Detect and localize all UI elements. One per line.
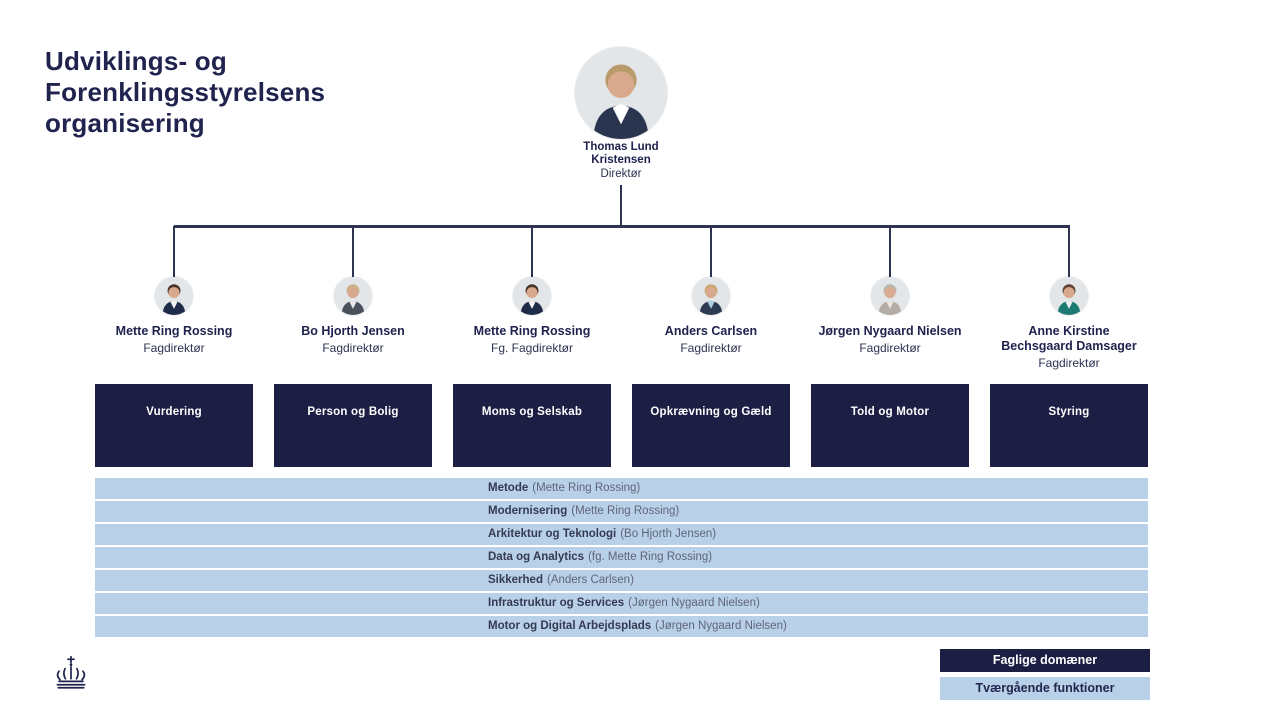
page-title: Udviklings- og Forenklingsstyrelsens org… [45,46,326,138]
cross-function-label: Data og Analytics [488,551,585,563]
cross-function-owner: (Mette Ring Rossing) [532,482,641,494]
unit-styring: Anne Kirstine Bechsgaard Damsager Fagdir… [969,277,1169,370]
unit-vurdering: Mette Ring Rossing Fagdirektør [74,277,274,355]
unit-moms-og-selskab: Mette Ring Rossing Fg. Fagdirektør [432,277,632,355]
cross-function-owner: (Bo Hjorth Jensen) [620,528,717,540]
person-portrait-icon [513,277,551,315]
cross-function-bar: Metode(Mette Ring Rossing) [95,478,1148,499]
unit-director-title: Fagdirektør [1038,356,1100,370]
avatar [692,277,730,315]
unit-director-name: Bo Hjorth Jensen [301,324,405,338]
unit-director-title: Fagdirektør [322,341,384,355]
director-name-line1: Thomas Lund [583,141,659,153]
unit-director-name: Anders Carlsen [664,324,758,338]
legend-tvaergaaende-funktioner: Tværgående funktioner [940,677,1150,700]
avatar [155,277,193,315]
cross-function-owner: (Mette Ring Rossing) [571,505,680,517]
unit-director-title: Fagdirektør [859,341,921,355]
cross-function-owner: (fg. Mette Ring Rossing) [588,551,713,563]
cross-function-owner: (Jørgen Nygaard Nielsen) [655,620,787,632]
person-portrait-icon [871,277,909,315]
person-portrait-icon [1050,277,1088,315]
cross-function-bar: Data og Analytics(fg. Mette Ring Rossing… [95,547,1148,568]
cross-function-bar: Infrastruktur og Services(Jørgen Nygaard… [95,593,1148,614]
cross-function-owner: (Anders Carlsen) [546,574,634,586]
domain-box-told-og-motor: Told og Motor [811,384,969,467]
connector-director-drop [620,185,622,226]
director-avatar [575,47,667,139]
person-portrait-icon [692,277,730,315]
unit-director-title: Fagdirektør [680,341,742,355]
unit-director-name: Jørgen Nygaard Nielsen [818,324,962,338]
cross-function-bar: Arkitektur og Teknologi(Bo Hjorth Jensen… [95,524,1148,545]
connector-stub [1068,226,1070,277]
unit-opkraevning-og-gaeld: Anders Carlsen Fagdirektør [611,277,811,355]
cross-function-label: Metode [488,482,529,494]
cross-function-label: Arkitektur og Teknologi [488,528,617,540]
unit-director-name: Anne Kirstine Bechsgaard Damsager [1001,324,1137,353]
domain-box-person-og-bolig: Person og Bolig [274,384,432,467]
legend-faglige-domaener: Faglige domæner [940,649,1150,672]
domain-box-styring: Styring [990,384,1148,467]
director-job-title: Direktør [600,168,642,180]
connector-horizontal [174,225,1070,228]
danish-crown-icon [54,655,88,695]
cross-function-owner: (Jørgen Nygaard Nielsen) [628,597,760,609]
unit-person-og-bolig: Bo Hjorth Jensen Fagdirektør [253,277,453,355]
cross-function-bar: Sikkerhed(Anders Carlsen) [95,570,1148,591]
connector-stub [889,226,891,277]
connector-stub [173,226,175,277]
avatar [334,277,372,315]
connector-stub [352,226,354,277]
avatar [871,277,909,315]
avatar [1050,277,1088,315]
cross-function-bar: Modernisering(Mette Ring Rossing) [95,501,1148,522]
unit-director-title: Fg. Fagdirektør [490,341,574,355]
cross-function-label: Motor og Digital Arbejdsplads [488,620,652,632]
domain-box-vurdering: Vurdering [95,384,253,467]
domain-box-opkraevning-og-gaeld: Opkrævning og Gæld [632,384,790,467]
unit-director-title: Fagdirektør [143,341,205,355]
cross-function-label: Infrastruktur og Services [488,597,625,609]
director-caption: Thomas Lund Kristensen Direktør [521,141,721,181]
cross-function-bar: Motor og Digital Arbejdsplads(Jørgen Nyg… [95,616,1148,637]
cross-function-label: Sikkerhed [488,574,543,586]
person-portrait-icon [334,277,372,315]
unit-told-og-motor: Jørgen Nygaard Nielsen Fagdirektør [790,277,990,355]
domain-box-moms-og-selskab: Moms og Selskab [453,384,611,467]
unit-director-name: Mette Ring Rossing [473,324,591,338]
director-name-line2: Kristensen [591,153,651,166]
cross-function-label: Modernisering [488,505,568,517]
person-portrait-icon [155,277,193,315]
connector-stub [531,226,533,277]
connector-stub [710,226,712,277]
person-portrait-icon [575,47,667,139]
unit-director-name: Mette Ring Rossing [115,324,233,338]
avatar [513,277,551,315]
